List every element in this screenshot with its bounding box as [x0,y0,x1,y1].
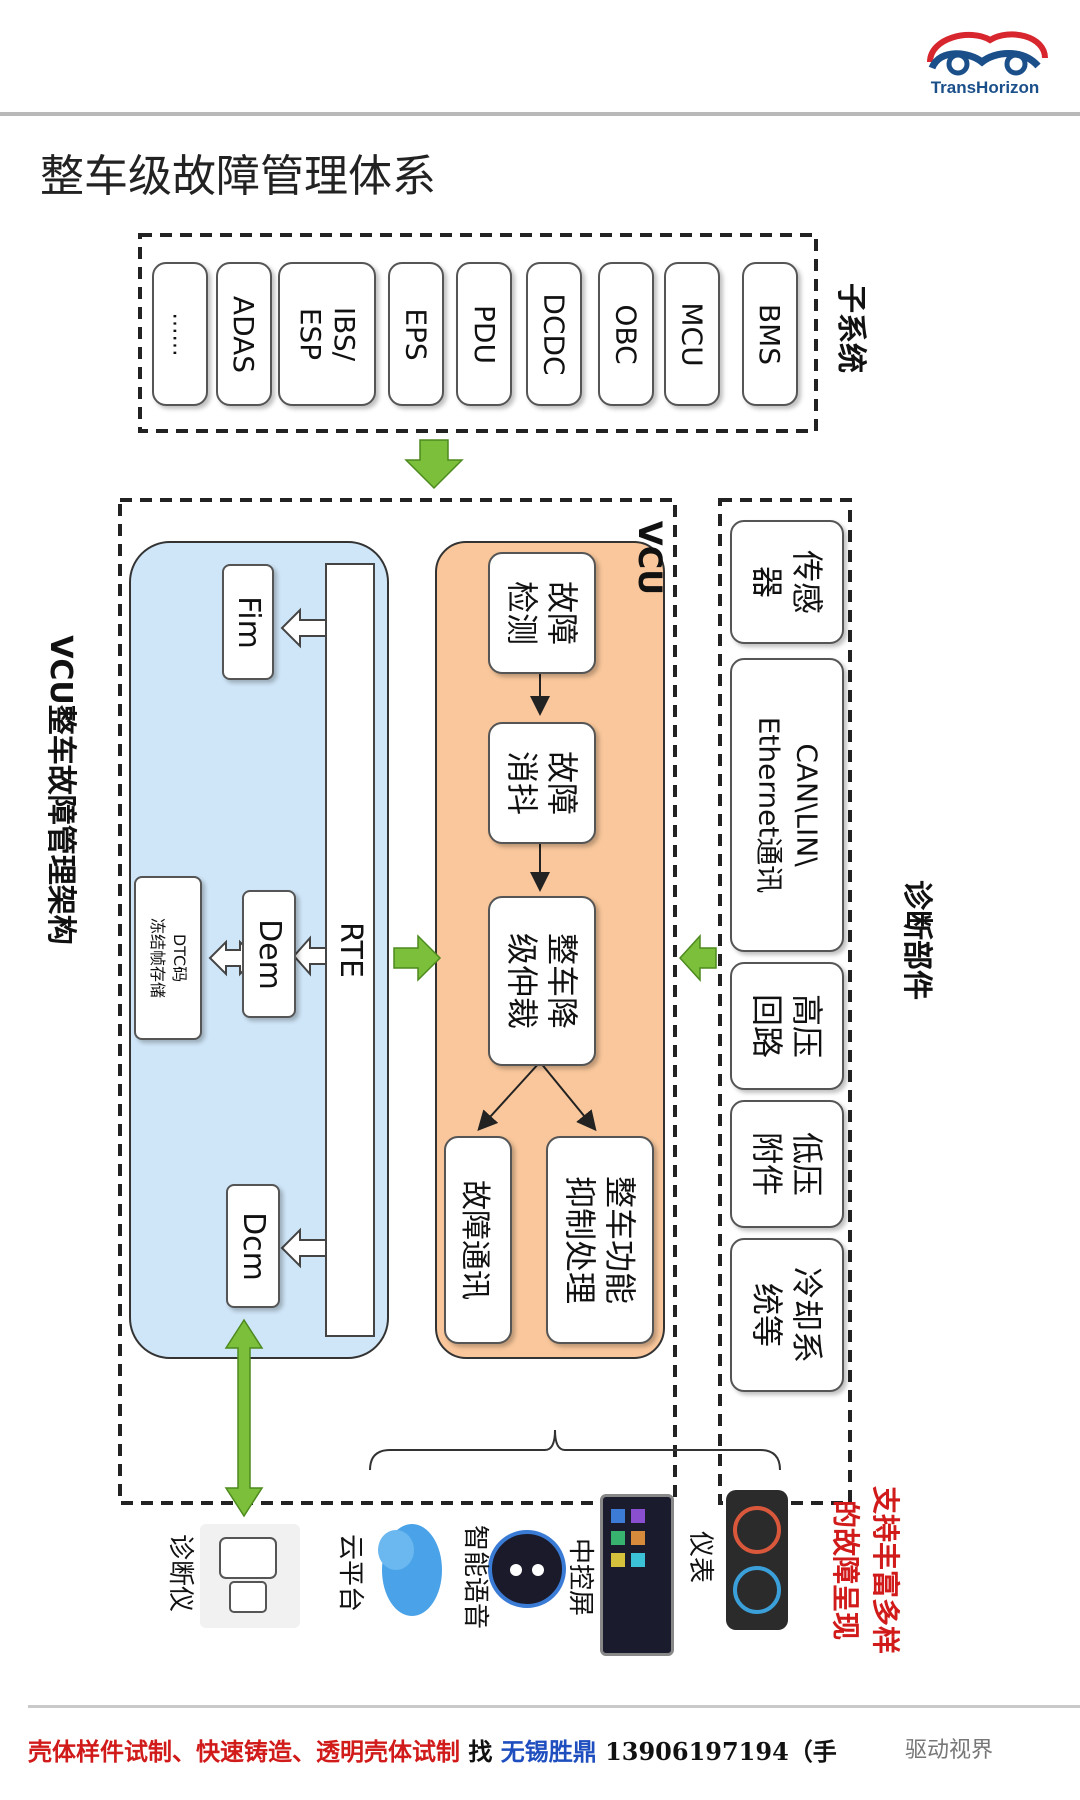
voice-label: 智能语音 [460,1524,490,1629]
presentation-label: 支持丰富多样 的故障呈现 [829,1485,902,1654]
rte-bar [325,563,375,1337]
rte-to-dcm-arrow [280,1227,327,1269]
fault-debounce-box: 故障 消抖 [488,722,596,844]
fault-comm-box: 故障通讯 [444,1136,512,1344]
rte-to-dem-arrow [292,935,327,977]
diag-sensor: 传感 器 [730,520,844,644]
subsystem-frame [138,233,818,433]
cluster-label: 仪表 [685,1530,715,1583]
ad-find: 找 [468,1737,493,1766]
center-screen-image [600,1494,674,1656]
subsystem-obc: OBC [598,262,654,406]
fim-box: Fim [222,564,274,680]
center-screen-label: 中控屏 [565,1537,595,1616]
page-title: 整车级故障管理体系 [40,151,436,202]
subsystem-eps: EPS [388,262,444,406]
presentation-bracket [369,1429,781,1471]
cluster-image [726,1490,788,1630]
watermark: 驱动视界 [905,1738,994,1763]
dcm-box: Dcm [226,1184,280,1308]
subsystem-pdu: PDU [456,262,512,406]
fault-detection-box: 故障 检测 [488,552,596,674]
degrade-arbitration-box: 整车降 级仲裁 [488,896,596,1066]
cloud-label: 云平台 [335,1533,365,1612]
diag-parts-label: 诊断部件 [899,880,934,1000]
function-inhibit-box: 整车功能 抑制处理 [546,1136,654,1344]
ad-phone: 13906197194（手 [605,1737,837,1766]
ad-services: 壳体样件试制、快速铸造、透明壳体试制 [28,1737,460,1766]
subsystem-to-vcu-arrow [404,439,464,490]
subsystem-more: …… [152,262,208,406]
dcm-tool-arrow [224,1318,264,1518]
vcu-label: VCU [631,520,669,596]
subsystem-adas: ADAS [216,262,272,406]
diag-parts-frame [718,498,852,1505]
footer-divider [28,1705,1080,1708]
rte-to-fim-arrow [280,607,327,649]
subsystem-mcu: MCU [664,262,720,406]
subsystem-dcdc: DCDC [526,262,582,406]
diag-hv-loop: 高压 回路 [730,962,844,1090]
subsystem-label: 子系统 [833,283,868,373]
cloud-icon [378,1520,446,1620]
logo-text: TransHorizon [930,78,1040,97]
diag-cooling: 冷却系 统等 [730,1238,844,1392]
dem-box: Dem [242,890,296,1018]
subsystem-bms: BMS [742,262,798,406]
ad-company: 无锡胜鼎 [500,1737,597,1766]
arch-label: VCU整车故障管理架构 [43,635,78,945]
rte-label: RTE [333,922,368,978]
dtc-freeze-frame-box: DTC码 冻结帧存储 [134,876,202,1040]
voice-assistant-icon [488,1530,566,1608]
transhorizon-logo [910,18,1060,108]
subsystem-ibs-esp: IBS/ ESP [278,262,376,406]
header-divider [0,112,1080,116]
footer-ad: 壳体样件试制、快速铸造、透明壳体试制 找 无锡胜鼎 13906197194（手 [28,1732,837,1767]
diag-to-vcu-arrow [678,934,717,982]
diag-tool-image [200,1524,300,1628]
arch-to-vcu-arrow [393,934,442,982]
diag-tool-label: 诊断仪 [165,1533,195,1612]
diag-bus-comm: CAN\LIN\ Ethernet通讯 [730,658,844,952]
diag-lv-accessory: 低压 附件 [730,1100,844,1228]
